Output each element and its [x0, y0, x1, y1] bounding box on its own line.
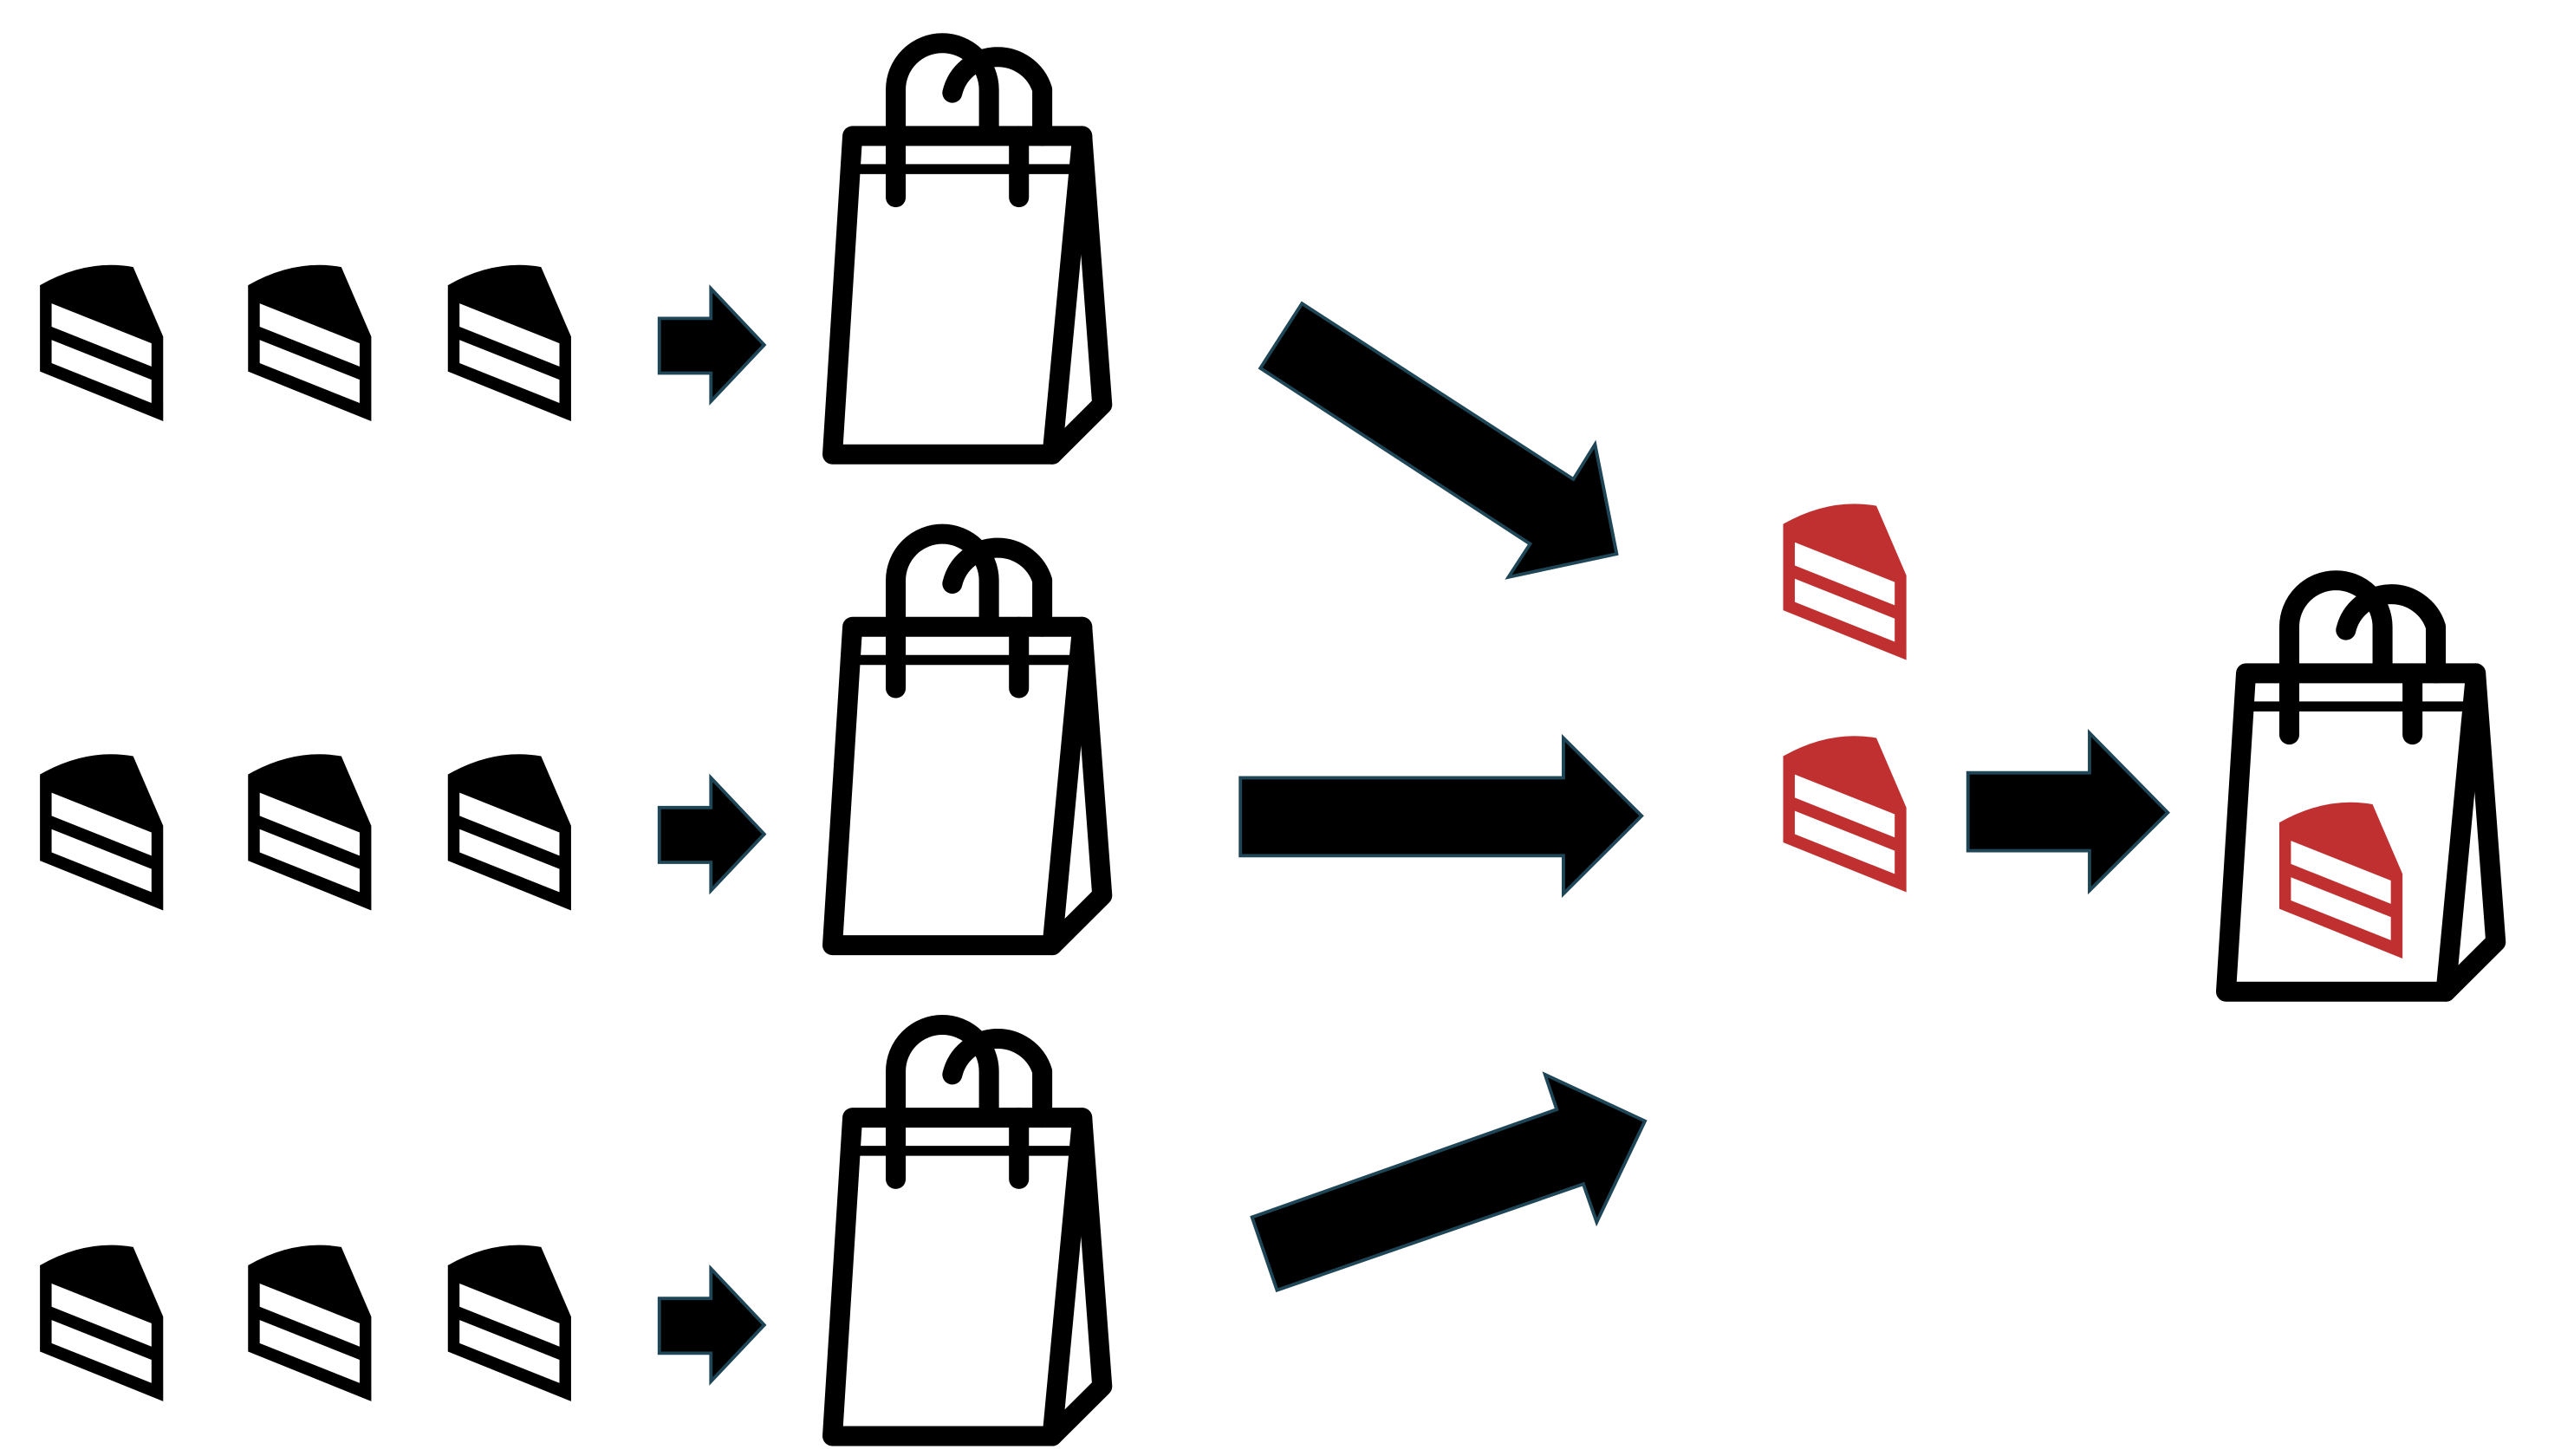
cake-slice-icon — [248, 264, 372, 422]
cake-slice-icon — [1783, 504, 1907, 660]
cake-slice-icon — [40, 264, 164, 422]
arrow-right-icon — [657, 284, 767, 406]
arrow-up-right-icon — [1250, 1071, 1648, 1293]
arrow-right-icon — [1966, 729, 2170, 895]
cake-slice-icon — [40, 754, 164, 911]
shopping-bag-icon — [833, 43, 1102, 455]
arrow-down-right-icon — [1258, 301, 1619, 580]
cake-slice-icon — [40, 1245, 164, 1401]
arrow-right-icon — [1238, 733, 1644, 898]
cake-slice-icon — [248, 754, 372, 911]
cake-slice-icon — [248, 1245, 372, 1401]
cake-slice-icon — [447, 754, 571, 911]
cake-slice-icon — [447, 1245, 571, 1401]
merged-items — [1783, 504, 1907, 893]
group-3 — [40, 1025, 1102, 1437]
group-1 — [40, 43, 1102, 455]
cake-slice-icon — [447, 264, 571, 422]
shopping-bag-icon — [833, 534, 1102, 946]
cake-slice-icon — [1783, 736, 1907, 893]
arrow-right-icon — [657, 1264, 767, 1386]
shopping-bag-icon — [833, 1025, 1102, 1437]
final-bag — [2226, 581, 2495, 992]
group-2 — [40, 534, 1102, 946]
arrow-right-icon — [657, 773, 767, 895]
cake-slice-icon — [2278, 802, 2403, 959]
